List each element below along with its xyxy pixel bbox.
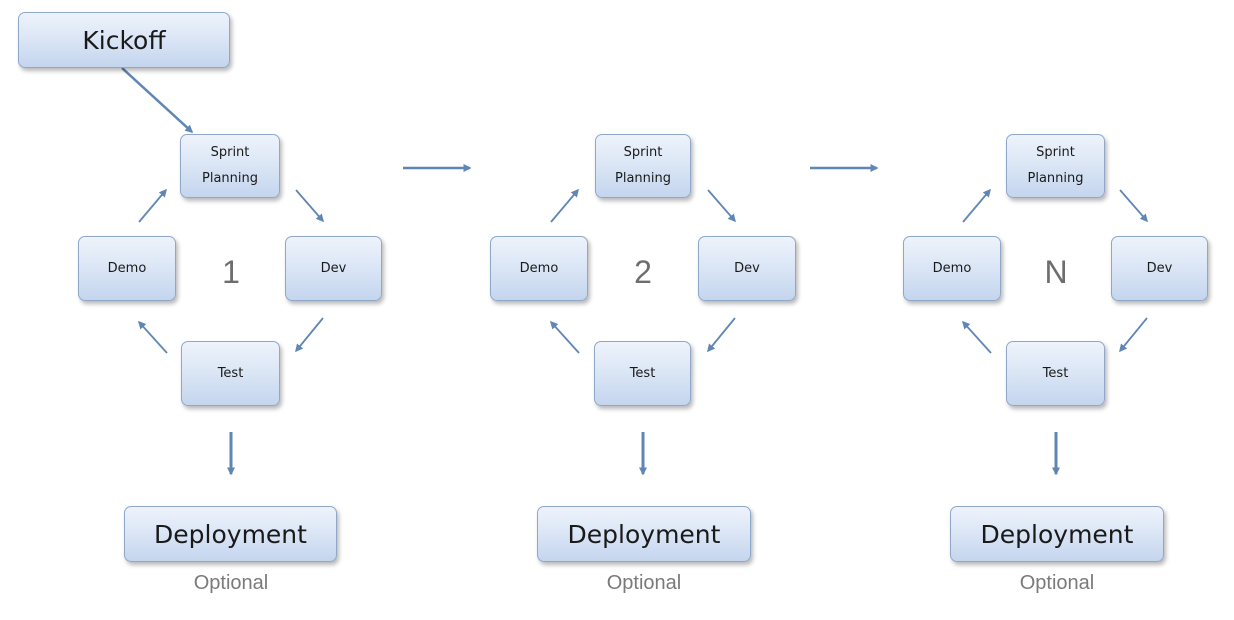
sprint-n-planning-box: Sprint Planning [1006, 134, 1105, 198]
sprint-n-test-to-demo-arrow [961, 320, 992, 354]
sprint-2-deployment-box: Deployment [537, 506, 751, 562]
sprint-2-deployment-note: Optional [606, 572, 682, 594]
sprint-1-number: 1 [222, 254, 240, 290]
sprint-n-deployment-box: Deployment [950, 506, 1164, 562]
sprint-n-number: N [1044, 254, 1068, 290]
sprint-n-planning-to-dev-arrow [1119, 189, 1148, 223]
sprint-1-dev-to-test-arrow [295, 317, 324, 353]
sprint-n-demo-to-planning-arrow [962, 188, 991, 223]
sprint-1-demo-to-planning-arrow [138, 188, 167, 223]
sprint-1-test-to-demo-arrow [137, 320, 168, 354]
sprint-2-dev-to-test-arrow [707, 317, 736, 353]
kickoff-box: Kickoff [18, 12, 230, 68]
kickoff-arrow [121, 67, 194, 134]
sprint-1-planning-box: Sprint Planning [180, 134, 280, 198]
sprint-2-test-box: Test [594, 341, 691, 406]
sprint-2-demo-to-planning-arrow [550, 188, 579, 223]
sprint-1-deployment-note: Optional [193, 572, 269, 594]
sprint-2-planning-to-dev-arrow [707, 189, 736, 223]
sprint-1-dev-box: Dev [285, 236, 382, 301]
sprint-2-demo-box: Demo [490, 236, 588, 301]
sprint-2-test-to-demo-arrow [549, 320, 580, 354]
sprint-n-dev-to-test-arrow [1119, 317, 1148, 353]
sprint-2-planning-box: Sprint Planning [595, 134, 691, 198]
sprint-n-dev-box: Dev [1111, 236, 1208, 301]
sprint-2-dev-box: Dev [698, 236, 796, 301]
sprint-n-demo-box: Demo [903, 236, 1001, 301]
sprint-1-demo-box: Demo [78, 236, 176, 301]
sprint-n-deployment-note: Optional [1019, 572, 1095, 594]
sprint-n-test-box: Test [1006, 341, 1105, 406]
sprint-1-deployment-box: Deployment [124, 506, 337, 562]
sprint-2-number: 2 [634, 254, 652, 290]
sprint-1-test-box: Test [181, 341, 280, 406]
sprint-1-planning-to-dev-arrow [295, 189, 324, 223]
